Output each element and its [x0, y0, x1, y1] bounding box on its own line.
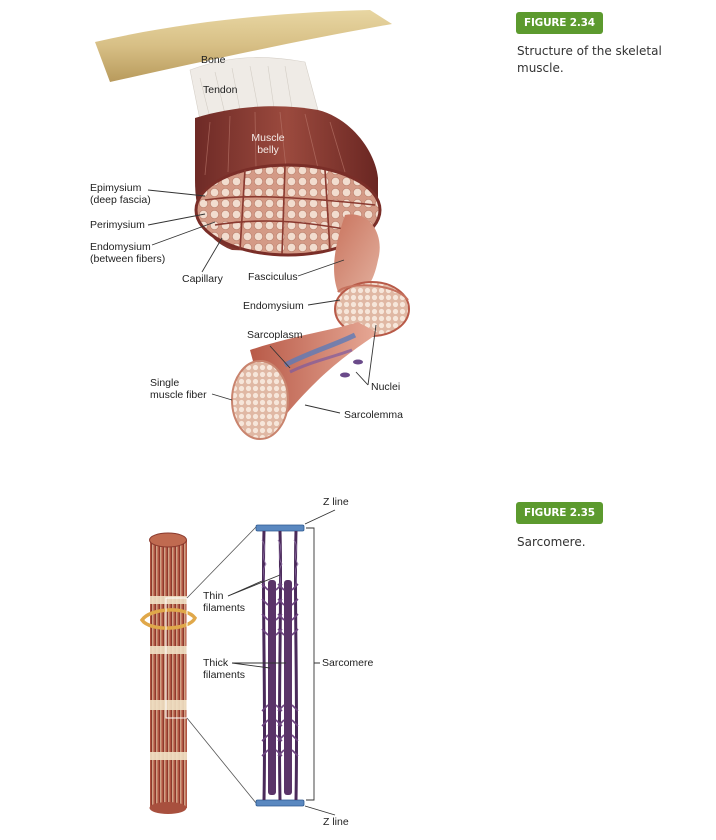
label-z-line-bottom: Z line: [323, 816, 349, 828]
label-thick-filaments: Thick filaments: [203, 657, 246, 681]
leader-lines-fig35: [227, 509, 336, 816]
rod-light-bands: [150, 596, 187, 760]
fiber-cross-section: [231, 360, 289, 440]
myofibril-rod: [150, 540, 187, 808]
label-bone: Bone: [201, 54, 226, 66]
belly-striations: [204, 111, 346, 176]
z-line-bottom-bar: [255, 799, 305, 807]
muscle-cross-section: [194, 163, 382, 257]
sarcolemma-ring: [139, 608, 198, 630]
label-perimysium: Perimysium: [90, 219, 145, 231]
figure-badge-2-34: FIGURE 2.34: [516, 12, 603, 34]
label-epimysium: Epimysium (deep fascia): [90, 182, 151, 206]
fasciculus-shape: [334, 214, 380, 295]
nucleus: [340, 372, 350, 378]
label-z-line-top: Z line: [323, 496, 349, 508]
figure-caption-2-34: Structure of the skeletal muscle.: [517, 44, 662, 75]
label-tendon: Tendon: [203, 84, 238, 96]
label-endomysium: Endomysium: [243, 300, 304, 312]
label-single-muscle-fiber: Single muscle fiber: [150, 377, 207, 401]
label-nuclei: Nuclei: [371, 381, 401, 393]
rod-top: [149, 532, 187, 548]
label-sarcomere: Sarcomere: [322, 657, 374, 669]
thick-filaments: [261, 580, 299, 795]
z-line-top-bar: [255, 524, 305, 532]
perimysium-lines: [204, 165, 376, 255]
label-fasciculus: Fasciculus: [248, 271, 298, 283]
label-endomysium-between: Endomysium (between fibers): [90, 241, 166, 265]
figure-badge-2-35: FIGURE 2.35: [516, 502, 603, 524]
bone-shape: [95, 10, 392, 82]
label-sarcoplasm: Sarcoplasm: [247, 329, 303, 341]
rod-bottom: [149, 802, 187, 814]
nucleus: [353, 359, 363, 365]
sarcomere-bracket: [306, 527, 320, 801]
tendon-fibers: [199, 65, 293, 119]
leader-lines-fig34: [147, 189, 377, 414]
label-capillary: Capillary: [182, 273, 223, 285]
label-sarcolemma: Sarcolemma: [344, 409, 403, 421]
label-thin-filaments: Thin filaments: [203, 590, 246, 614]
figure-caption-2-35: Sarcomere.: [517, 535, 586, 549]
projection-lines: [186, 526, 257, 804]
label-muscle-belly: Muscle belly: [251, 132, 285, 156]
